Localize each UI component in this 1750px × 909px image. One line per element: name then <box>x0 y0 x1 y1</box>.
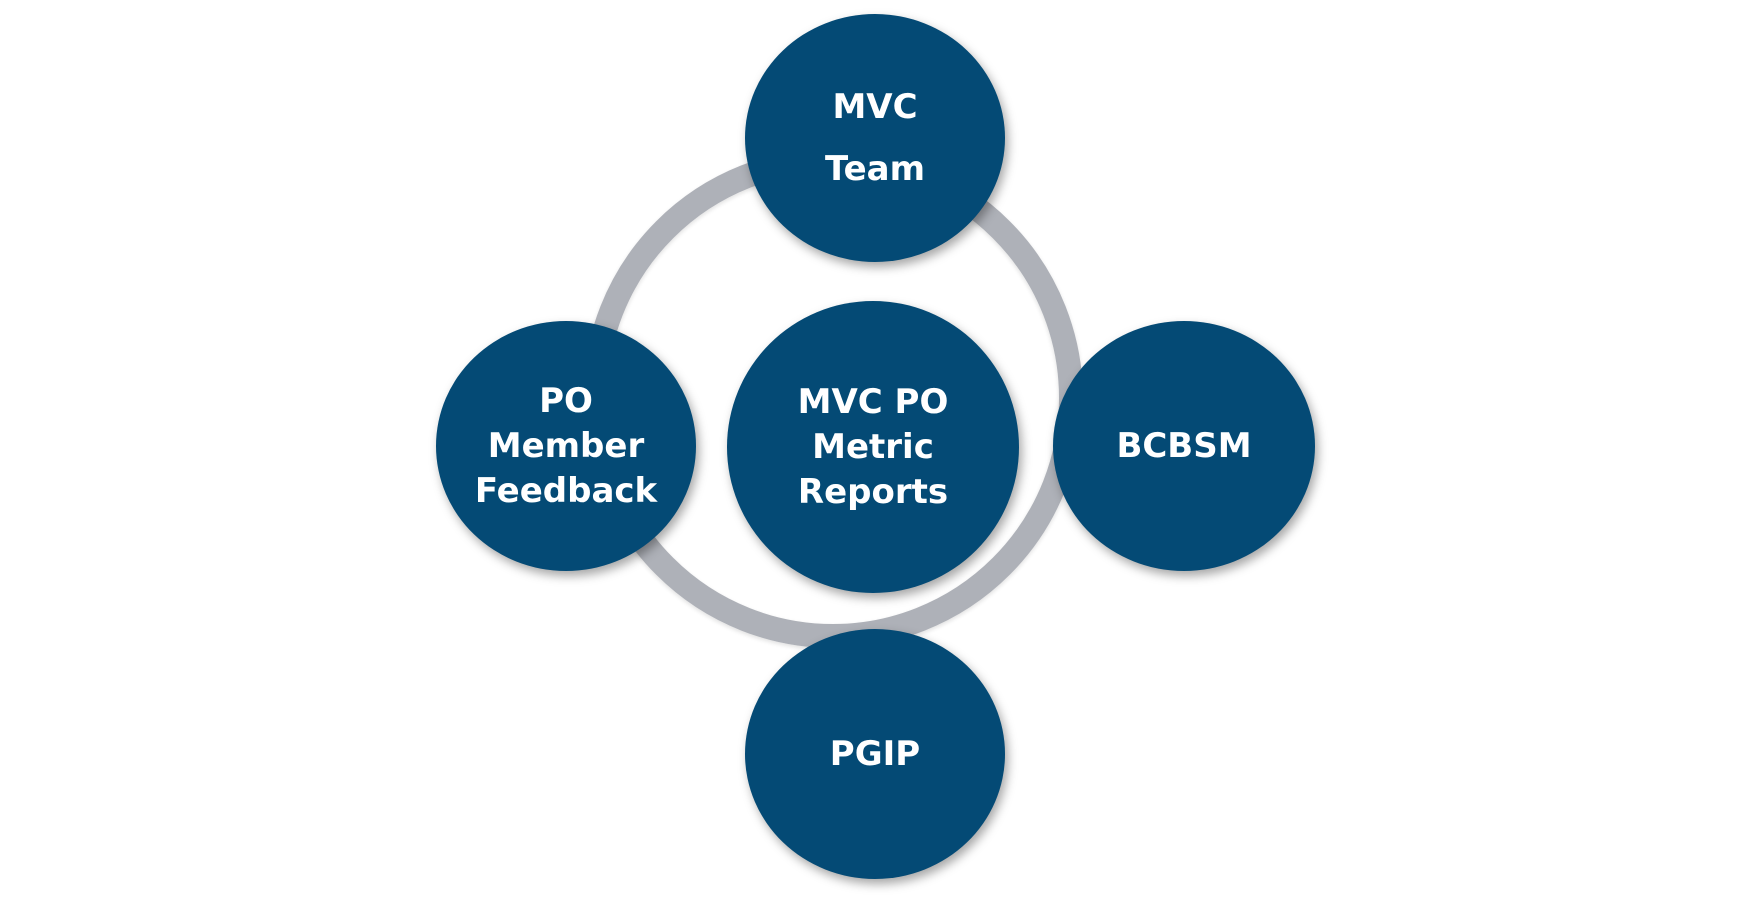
node-mvc-team: MVC Team <box>745 14 1005 262</box>
node-po-member-feedback-label: PO Member Feedback <box>474 380 658 511</box>
node-bcbsm: BCBSM <box>1053 321 1315 571</box>
node-mvc-po-metric-reports-label: MVC PO Metric Reports <box>797 381 949 512</box>
node-mvc-team-label: MVC Team <box>824 87 926 189</box>
node-pgip: PGIP <box>745 629 1005 879</box>
node-mvc-po-metric-reports: MVC PO Metric Reports <box>727 301 1019 593</box>
node-bcbsm-label: BCBSM <box>1116 425 1252 466</box>
node-po-member-feedback: PO Member Feedback <box>436 321 696 571</box>
node-pgip-label: PGIP <box>829 733 921 774</box>
